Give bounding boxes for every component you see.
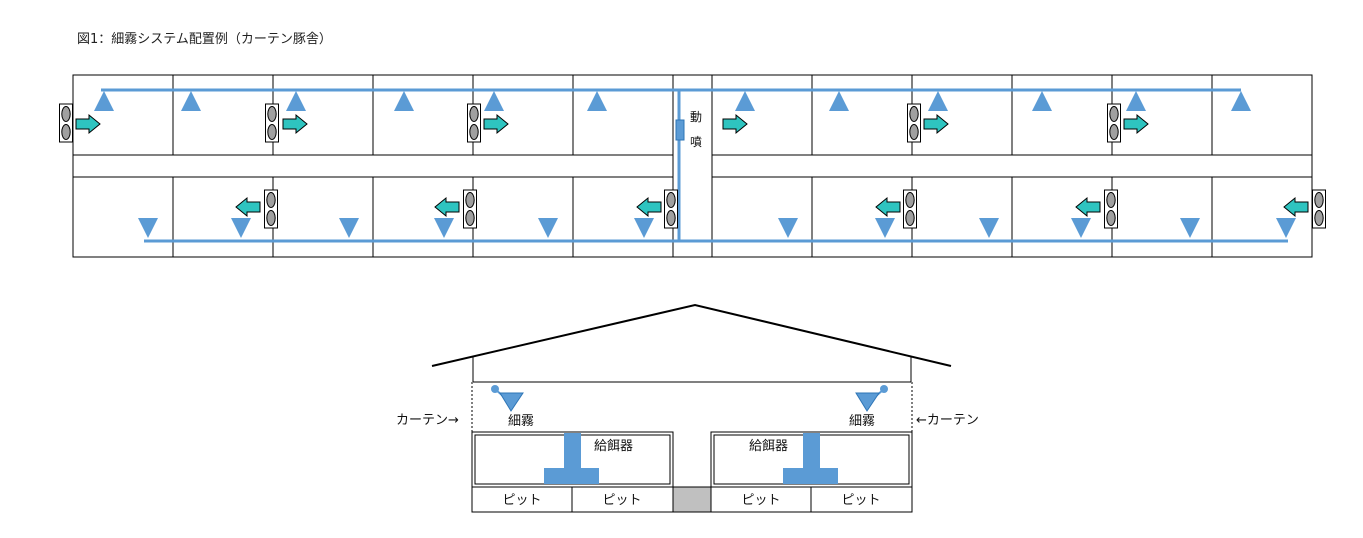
plan-view: 動 噴 [59,74,1326,258]
pump-label-1: 動 [690,110,702,124]
pit-label: ピット [502,493,541,508]
pit-label: ピット [741,493,780,508]
mist-nozzle-right [855,385,888,412]
barn-outline [72,74,1313,258]
pits: ピット ピット ピット ピット [471,486,913,513]
pit-label: ピット [602,493,641,508]
pen-partitions [172,75,1213,257]
feeder-left [544,433,599,484]
nozzles-bottom [138,218,1296,238]
figure-title: 図1：細霧システム配置例（カーテン豚舎） [77,32,332,47]
section-view: カーテン→ ←カーテン 細霧 細霧 [396,303,979,513]
center-aisle [672,486,712,513]
feeder-right [783,433,838,484]
curtain-label-right: ←カーテン [916,413,979,428]
curtain-label-left: カーテン→ [396,413,459,428]
pit-label: ピット [841,493,880,508]
feeder-label-right: 給餌器 [749,439,788,454]
mist-label-right: 細霧 [849,414,875,429]
pump-unit [675,119,685,141]
mist-pipes [101,88,1288,243]
mist-nozzle-left [491,385,524,412]
mist-label-left: 細霧 [508,414,534,429]
pump-label-2: 噴 [690,135,702,149]
feeder-label-left: 給餌器 [594,439,633,454]
roof [431,303,952,367]
